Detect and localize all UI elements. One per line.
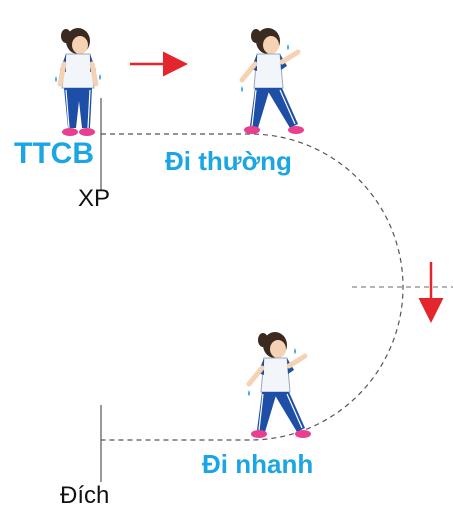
finish-label: Đích xyxy=(60,482,110,509)
walking-girl-icon xyxy=(55,28,101,136)
walk-normal-label: Đi thường xyxy=(165,146,292,176)
walking-path xyxy=(101,133,404,441)
start-label: XP xyxy=(78,185,111,212)
ready-position-label: TTCB xyxy=(14,137,94,170)
walking-girl-icon xyxy=(248,332,311,438)
walk-fast-label: Đi nhanh xyxy=(202,449,314,479)
walking-girl-icon xyxy=(241,28,304,134)
